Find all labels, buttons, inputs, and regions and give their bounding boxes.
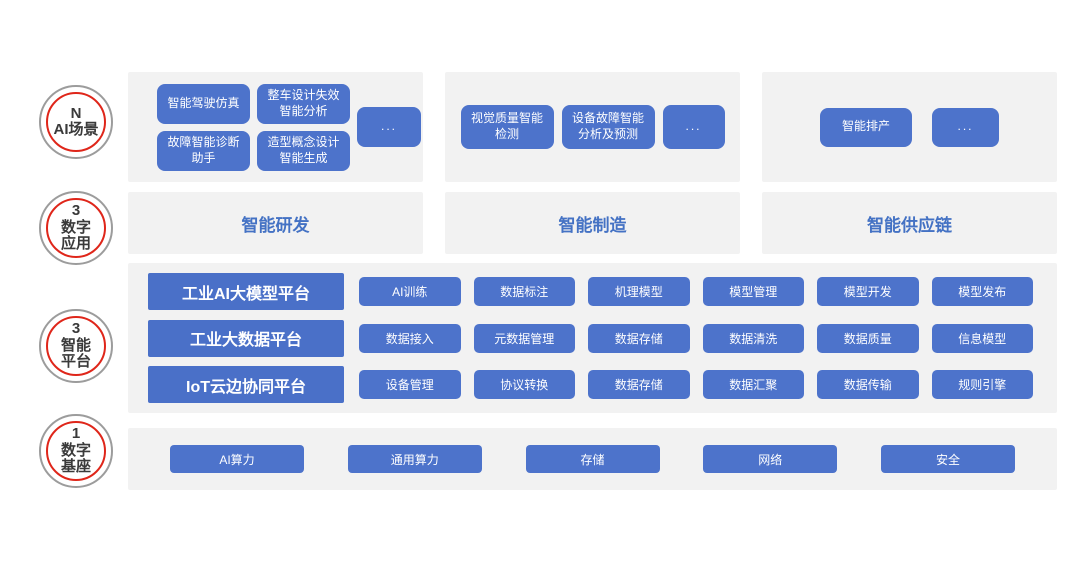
badge-count: 1 <box>71 425 81 443</box>
more-ellipsis-chip: ... <box>662 105 725 149</box>
capability-chip: 规则引擎 <box>931 370 1033 399</box>
capability-chip: 数据清洗 <box>702 323 804 353</box>
capability-chip: 数据汇聚 <box>702 370 804 399</box>
application-title: 智能供应链 <box>867 215 952 235</box>
badge-intelligent-platforms: 3 智能 平台 <box>39 309 113 383</box>
badge-red-ring: 3 数字 应用 <box>46 198 106 258</box>
scenario-column: 整车设计失效 智能分析 造型概念设计 智能生成 <box>257 83 350 171</box>
digital-foundation-row: AI算力 通用算力 存储 网络 安全 <box>128 428 1057 490</box>
application-panel-supply-chain: 智能供应链 <box>762 192 1057 254</box>
application-title: 智能研发 <box>241 215 310 235</box>
capability-chip: 数据标注 <box>473 277 575 306</box>
platform-capabilities: 设备管理 协议转换 数据存储 数据汇聚 数据传输 规则引擎 <box>359 370 1033 399</box>
badge-digital-applications: 3 数字 应用 <box>39 191 113 265</box>
capability-chip: 数据传输 <box>817 370 919 399</box>
capability-chip: 数据存储 <box>588 370 690 399</box>
capability-chip: 信息模型 <box>931 323 1033 353</box>
manufacturing-scenarios-panel: 视觉质量智能 检测 设备故障智能 分析及预测 ... <box>445 72 740 182</box>
platform-label: IoT云边协同平台 <box>148 366 344 403</box>
badge-label: 数字 应用 <box>60 218 91 253</box>
intelligent-platforms-row: 工业AI大模型平台 AI训练 数据标注 机理模型 模型管理 模型开发 模型发布 … <box>128 263 1057 413</box>
more-ellipsis-chip: ... <box>932 107 999 147</box>
scenario-chip: 设备故障智能 分析及预测 <box>561 105 655 149</box>
scenario-chip: 造型概念设计 智能生成 <box>257 130 350 171</box>
capability-chip: 模型发布 <box>931 277 1033 306</box>
badge-label: 智能 平台 <box>60 336 91 371</box>
capability-chip: AI训练 <box>359 277 461 306</box>
capability-chip: 元数据管理 <box>473 323 575 353</box>
capability-chip: 数据接入 <box>359 323 461 353</box>
foundation-chip: AI算力 <box>170 445 304 473</box>
supply-chain-scenarios-panel: 智能排产 ... <box>762 72 1057 182</box>
platform-label: 工业大数据平台 <box>148 319 344 357</box>
scenario-chip: 整车设计失效 智能分析 <box>257 83 350 124</box>
scenario-chip: 视觉质量智能 检测 <box>460 105 554 149</box>
application-panel-rnd: 智能研发 <box>128 192 423 254</box>
scenario-chip: 智能驾驶仿真 <box>157 83 250 124</box>
platform-line-big-data: 工业大数据平台 数据接入 元数据管理 数据存储 数据清洗 数据质量 信息模型 <box>148 319 1033 357</box>
badge-label: 数字 基座 <box>60 441 91 476</box>
platform-line-iot: IoT云边协同平台 设备管理 协议转换 数据存储 数据汇聚 数据传输 规则引擎 <box>148 366 1033 403</box>
foundation-chip: 通用算力 <box>347 445 482 473</box>
platform-capabilities: 数据接入 元数据管理 数据存储 数据清洗 数据质量 信息模型 <box>359 323 1033 353</box>
foundation-chip: 网络 <box>703 445 838 473</box>
badge-red-ring: N AI场景 <box>46 92 106 152</box>
rnd-scenarios-panel: 智能驾驶仿真 故障智能诊断 助手 整车设计失效 智能分析 造型概念设计 智能生成… <box>128 72 423 182</box>
capability-chip: 机理模型 <box>588 277 690 306</box>
application-panel-manufacturing: 智能制造 <box>445 192 740 254</box>
badge-label: AI场景 <box>53 121 99 138</box>
more-ellipsis-chip: ... <box>357 107 421 147</box>
capability-chip: 设备管理 <box>359 370 461 399</box>
scenario-chip: 智能排产 <box>820 107 912 147</box>
badge-ai-scenarios: N AI场景 <box>39 85 113 159</box>
badge-count: 3 <box>71 320 81 338</box>
foundation-chip: 存储 <box>525 445 660 473</box>
scenario-chip: 故障智能诊断 助手 <box>157 130 250 171</box>
digital-applications-row: 智能研发 智能制造 智能供应链 <box>128 192 1057 254</box>
capability-chip: 模型开发 <box>817 277 919 306</box>
capability-chip: 数据质量 <box>817 323 919 353</box>
capability-chip: 协议转换 <box>473 370 575 399</box>
badge-red-ring: 1 数字 基座 <box>46 421 106 481</box>
badge-count: 3 <box>71 202 81 220</box>
capability-chip: 模型管理 <box>702 277 804 306</box>
badge-red-ring: 3 智能 平台 <box>46 316 106 376</box>
platform-label: 工业AI大模型平台 <box>148 273 344 310</box>
scenario-column: 智能驾驶仿真 故障智能诊断 助手 <box>157 83 250 171</box>
platform-line-ai-model: 工业AI大模型平台 AI训练 数据标注 机理模型 模型管理 模型开发 模型发布 <box>148 273 1033 310</box>
application-title: 智能制造 <box>558 215 627 235</box>
platforms-panel: 工业AI大模型平台 AI训练 数据标注 机理模型 模型管理 模型开发 模型发布 … <box>128 263 1057 413</box>
badge-count: N <box>70 104 82 122</box>
capability-chip: 数据存储 <box>588 323 690 353</box>
badge-digital-foundation: 1 数字 基座 <box>39 414 113 488</box>
foundation-panel: AI算力 通用算力 存储 网络 安全 <box>128 428 1057 490</box>
platform-capabilities: AI训练 数据标注 机理模型 模型管理 模型开发 模型发布 <box>359 277 1033 306</box>
ai-scenarios-row: 智能驾驶仿真 故障智能诊断 助手 整车设计失效 智能分析 造型概念设计 智能生成… <box>128 72 1057 182</box>
foundation-chip: 安全 <box>881 445 1015 473</box>
